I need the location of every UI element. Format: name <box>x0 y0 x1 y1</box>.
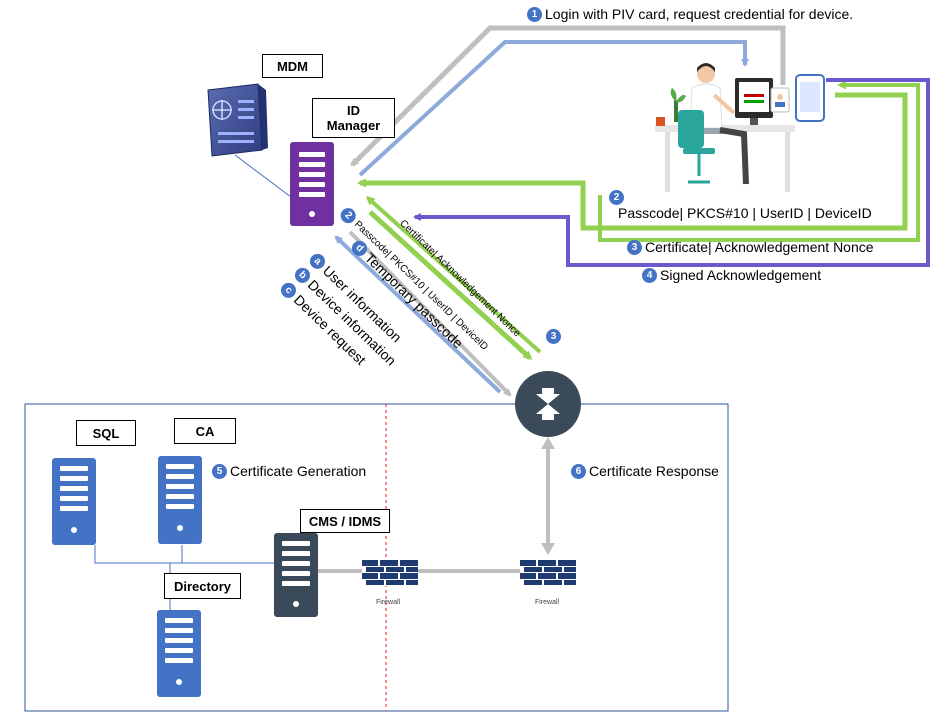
step5-badge: 5 <box>212 463 227 479</box>
diag-green-down <box>368 210 533 361</box>
step1-text: Login with PIV card, request credential … <box>545 6 854 22</box>
step3-text: Certificate| Acknowledgement Nonce <box>645 239 874 255</box>
diag-3-badge-row: 3 <box>546 329 564 344</box>
mdm-idmanager-link <box>234 154 296 201</box>
certificate-arrow-green <box>598 80 920 242</box>
step6-label: 6 Certificate Response <box>571 463 719 479</box>
step5-label: 5 Certificate Generation <box>212 463 366 479</box>
directory-server-icon <box>157 610 201 697</box>
user-workstation-illustration <box>655 63 825 192</box>
id-manager-server-icon <box>290 142 334 226</box>
network-boundary <box>24 403 729 712</box>
diag-green-up <box>365 195 542 354</box>
firewall-left-icon <box>362 560 418 586</box>
mdm-label: MDM <box>262 54 323 78</box>
step1-label: 1 Login with PIV card, request credentia… <box>527 6 853 22</box>
network-hub-icon <box>515 371 581 437</box>
ca-label: CA <box>174 418 236 444</box>
ca-server-icon <box>158 456 202 544</box>
directory-label: Directory <box>164 573 241 599</box>
step2-label: Passcode| PKCS#10 | UserID | DeviceID <box>618 205 872 221</box>
step2-badge: 2 <box>609 190 624 205</box>
step3-label: 3 Certificate| Acknowledgement Nonce <box>627 239 874 255</box>
step4-text: Signed Acknowledgement <box>660 267 822 283</box>
firewall-right-icon <box>520 560 576 586</box>
id-manager-label: ID Manager <box>312 98 395 138</box>
step5-text: Certificate Generation <box>230 463 367 479</box>
sql-server-icon <box>52 458 96 545</box>
step2-badge-row: 2 <box>609 190 627 205</box>
cms-idms-label: CMS / IDMS <box>300 509 390 533</box>
diag-blue-up <box>334 235 502 394</box>
cms-server-icon <box>274 533 318 617</box>
firewall-left-label: Firewall <box>376 599 401 606</box>
firewall-right-label: Firewall <box>535 599 560 606</box>
step2-text: Passcode| PKCS#10 | UserID | DeviceID <box>618 205 872 221</box>
diag-3-badge: 3 <box>546 329 561 344</box>
mdm-icon <box>207 83 268 157</box>
diag-gray-down <box>348 230 512 397</box>
signed-ack-arrow-purple <box>413 78 930 267</box>
step4-badge: 4 <box>642 267 657 283</box>
step6-badge: 6 <box>571 463 586 479</box>
step3-badge: 3 <box>627 239 642 255</box>
sql-label: SQL <box>76 420 136 446</box>
step1-badge: 1 <box>527 6 542 22</box>
login-arrow-gray <box>350 25 786 167</box>
passcode-arrow-green <box>357 92 908 231</box>
step4-label: 4 Signed Acknowledgement <box>642 267 821 283</box>
login-arrow-blue <box>358 40 749 177</box>
step6-text: Certificate Response <box>589 463 719 479</box>
